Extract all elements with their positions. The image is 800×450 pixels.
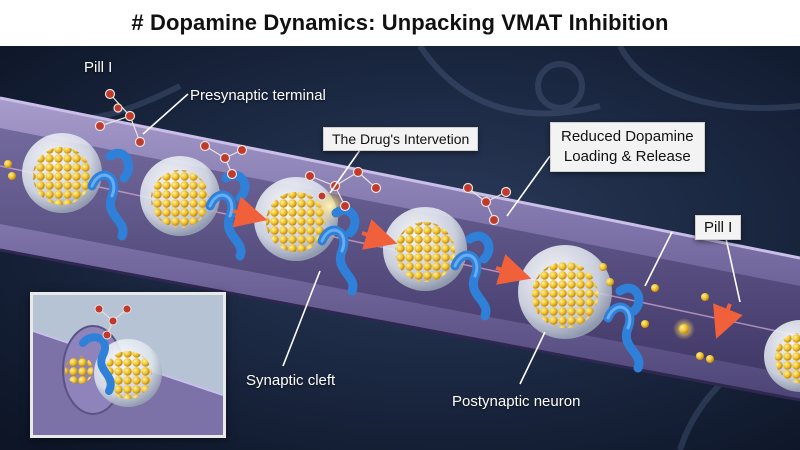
vesicle-1 [22,133,102,213]
postsynaptic-neuron-label: Postynaptic neuron [452,393,581,410]
title-bar: # Dopamine Dynamics: Unpacking VMAT Inhi… [0,0,800,46]
axon-illustration [0,46,800,450]
callout-lines [142,93,741,385]
vmat-highlights [90,173,632,330]
synaptic-cleft-label: Synaptic cleft [246,372,336,389]
vesicle-3 [254,177,346,261]
illustration-scene [0,46,800,450]
vesicle-5 [518,245,612,339]
pill-label-top-left: Pill I [84,59,113,76]
page-title: # Dopamine Dynamics: Unpacking VMAT Inhi… [131,10,669,35]
vesicle-6 [764,320,800,392]
reduced-loading-line2: Loading & Release [563,148,691,165]
vesicle-2 [140,156,220,236]
vesicle-4 [383,207,467,291]
free-dopamine-dots [4,160,714,363]
drug-intervention-label: The Drug's Intervetion [323,127,479,151]
inset-illustration [33,295,223,435]
reduced-loading-line1: Reduced Dopamine [561,128,694,145]
transport-arrows [232,196,743,339]
presynaptic-terminal-label: Presynaptic terminal [190,87,326,104]
pill-label-right: Pill I [695,215,742,240]
reduced-loading-label: Reduced Dopamine Loading & Release [550,122,705,172]
inset-detail [30,292,226,438]
dopamine-molecules [94,88,512,226]
